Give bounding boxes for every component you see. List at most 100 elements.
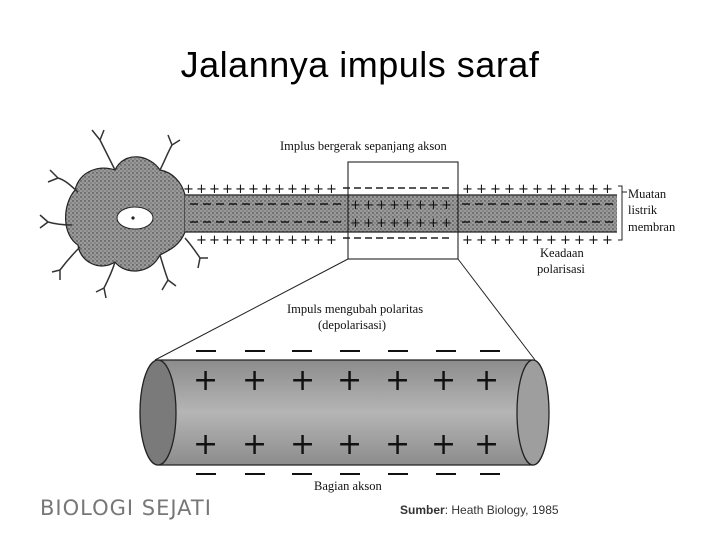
zoom-lines <box>154 258 536 361</box>
plus-sign: + <box>235 233 246 248</box>
zoom-highlight-box <box>347 161 459 260</box>
plus-sign: + <box>235 182 246 197</box>
label-membrane-charge-3: membran <box>628 220 676 234</box>
plus-sign: + <box>209 233 220 248</box>
plus-sign: + <box>402 216 413 231</box>
plus-sign: + <box>222 182 233 197</box>
plus-sign: + <box>389 198 400 213</box>
plus-sign: + <box>602 233 613 248</box>
plus-sign: + <box>376 198 387 213</box>
axon-section-cylinder <box>139 359 550 466</box>
plus-sign: + <box>222 233 233 248</box>
charge-bracket <box>618 185 623 241</box>
label-axon-section: Bagian akson <box>314 479 382 493</box>
cylinder-bottom-inner-charges: + + + + + + + <box>193 427 499 462</box>
cylinder-top-inner-charges: + + + + + + + <box>193 363 499 398</box>
plus-sign: + <box>261 182 272 197</box>
plus-sign: + <box>326 182 337 197</box>
source-text: : Heath Biology, 1985 <box>444 503 559 517</box>
plus-sign: + <box>385 427 410 462</box>
plus-sign: + <box>602 182 613 197</box>
plus-sign: + <box>326 233 337 248</box>
label-impulse-changes-2: (depolarisasi) <box>318 318 386 332</box>
plus-sign: + <box>560 182 571 197</box>
plus-sign: + <box>588 182 599 197</box>
plus-sign: + <box>574 182 585 197</box>
plus-sign: + <box>441 198 452 213</box>
plus-sign: + <box>532 233 543 248</box>
plus-sign: + <box>242 427 267 462</box>
plus-sign: + <box>490 233 501 248</box>
plus-sign: + <box>209 182 220 197</box>
plus-sign: + <box>518 233 529 248</box>
plus-sign: + <box>193 427 218 462</box>
axon-top-outer-charges: + + + + + + + + + + + + + + + + + + + + … <box>183 182 613 197</box>
axon <box>185 194 617 233</box>
plus-sign: + <box>428 198 439 213</box>
plus-sign: + <box>363 216 374 231</box>
source-citation: Sumber: Heath Biology, 1985 <box>400 503 559 517</box>
plus-sign: + <box>462 233 473 248</box>
plus-sign: + <box>431 363 456 398</box>
plus-sign: + <box>574 233 585 248</box>
plus-sign: + <box>532 182 543 197</box>
neuron-cell-body <box>65 156 186 272</box>
plus-sign: + <box>546 233 557 248</box>
plus-sign: + <box>242 363 267 398</box>
plus-sign: + <box>274 233 285 248</box>
plus-sign: + <box>290 427 315 462</box>
plus-sign: + <box>350 198 361 213</box>
plus-sign: + <box>261 233 272 248</box>
plus-sign: + <box>415 198 426 213</box>
brand-watermark: BIOLOGI SEJATI <box>40 496 212 520</box>
plus-sign: + <box>337 363 362 398</box>
plus-sign: + <box>290 363 315 398</box>
plus-sign: + <box>476 182 487 197</box>
dendrites <box>39 129 208 299</box>
plus-sign: + <box>402 198 413 213</box>
axon-bottom-outer-charges: + + + + + + + + + + + + + + + + + + + + … <box>196 233 613 248</box>
plus-sign: + <box>504 182 515 197</box>
plus-sign: + <box>415 216 426 231</box>
plus-sign: + <box>313 182 324 197</box>
plus-sign: + <box>183 182 194 197</box>
plus-sign: + <box>350 216 361 231</box>
plus-sign: + <box>313 233 324 248</box>
plus-sign: + <box>518 182 529 197</box>
plus-sign: + <box>462 182 473 197</box>
label-impulse-moves: Implus bergerak sepanjang akson <box>280 139 447 153</box>
plus-sign: + <box>287 182 298 197</box>
label-membrane-charge-2: listrik <box>628 203 658 217</box>
plus-sign: + <box>476 233 487 248</box>
plus-sign: + <box>431 427 456 462</box>
plus-sign: + <box>196 233 207 248</box>
plus-sign: + <box>193 363 218 398</box>
label-impulse-changes-1: Impuls mengubah polaritas <box>287 302 423 316</box>
plus-sign: + <box>588 233 599 248</box>
plus-sign: + <box>300 233 311 248</box>
axon-depolarized-inner-charges: + + + + + + + + + + + + + + + + <box>350 198 452 231</box>
plus-sign: + <box>248 182 259 197</box>
plus-sign: + <box>385 363 410 398</box>
label-membrane-charge-1: Muatan <box>628 187 667 201</box>
plus-sign: + <box>474 363 499 398</box>
plus-sign: + <box>337 427 362 462</box>
slide-title: Jalannya impuls saraf <box>180 44 540 85</box>
plus-sign: + <box>546 182 557 197</box>
plus-sign: + <box>441 216 452 231</box>
plus-sign: + <box>490 182 501 197</box>
plus-sign: + <box>474 427 499 462</box>
plus-sign: + <box>274 182 285 197</box>
plus-sign: + <box>287 233 298 248</box>
plus-sign: + <box>504 233 515 248</box>
plus-sign: + <box>363 198 374 213</box>
source-label: Sumber <box>400 503 445 517</box>
plus-sign: + <box>428 216 439 231</box>
axon-top-inner-dashes <box>190 203 613 223</box>
plus-sign: + <box>196 182 207 197</box>
label-polarization-2: polarisasi <box>537 262 585 276</box>
plus-sign: + <box>248 233 259 248</box>
plus-sign: + <box>389 216 400 231</box>
